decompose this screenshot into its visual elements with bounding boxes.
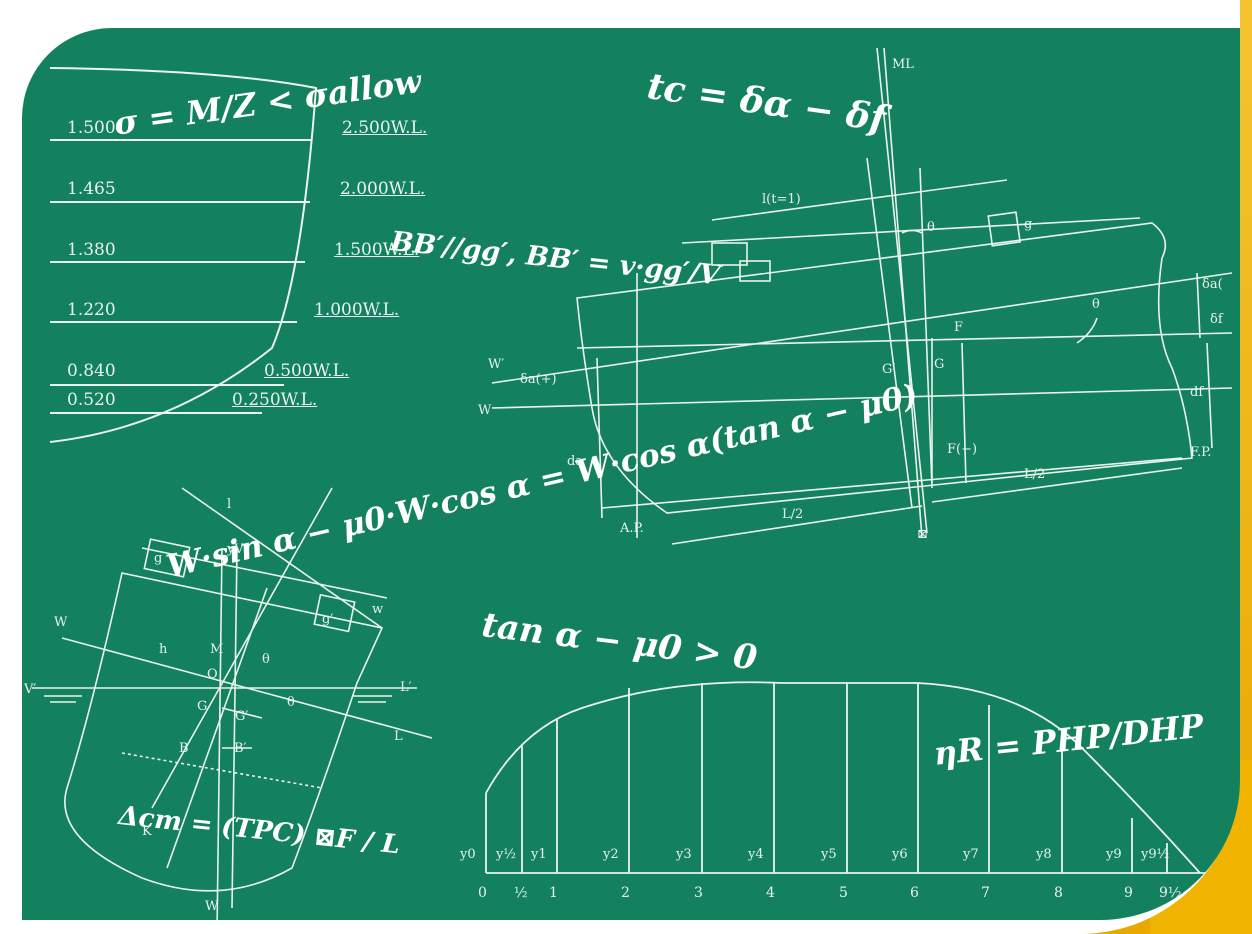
table-wl-6: 0.250W.L.: [232, 390, 318, 410]
label-AP: A.P.: [620, 521, 644, 536]
table-wl-3: 1.500W.L.: [334, 240, 420, 260]
simpson-x-label: 3: [694, 885, 703, 901]
table-value-3: 1.380: [67, 240, 116, 260]
label-G-heel: G: [197, 699, 208, 714]
label-l-heel: l: [227, 497, 232, 512]
simpson-y-label: y½: [496, 847, 516, 862]
table-value-2: 1.465: [67, 179, 116, 199]
table-value-5: 0.840: [67, 361, 116, 381]
heel-diagram: [32, 487, 433, 920]
label-delta-f: δf: [1210, 312, 1223, 327]
label-delta-a: δa(: [1202, 277, 1223, 292]
label-W-trim: W: [478, 403, 492, 418]
simpson-y-label: y4: [748, 847, 764, 862]
table-value-6: 0.520: [67, 390, 116, 410]
label-g-trim: g: [1024, 217, 1033, 232]
label-L-heel: L: [394, 729, 403, 744]
label-FP: F.P.: [1190, 445, 1212, 460]
label-B-heel: B: [179, 741, 189, 756]
simpson-y-label: y2: [603, 847, 619, 862]
label-ml: ML: [892, 57, 914, 72]
label-W-prime: W′: [488, 357, 505, 372]
label-L-half-right: L/2: [1024, 467, 1046, 482]
simpson-x-label: 9: [1124, 885, 1133, 901]
label-l-tt: l(t=1): [762, 192, 801, 207]
label-delta-a-plus: δa(+): [520, 372, 557, 387]
simpson-y-label: y3: [676, 847, 692, 862]
simpson-y-label: y0: [460, 847, 476, 862]
label-yV: yV: [227, 542, 244, 557]
label-h: h: [159, 642, 168, 657]
simpson-y-label: y8: [1036, 847, 1052, 862]
table-value-4: 1.220: [67, 300, 116, 320]
trim-diagram: [491, 47, 1233, 545]
label-G-trim: G: [934, 357, 945, 372]
hull-section-table: [49, 67, 318, 443]
simpson-y-label: y1: [531, 847, 547, 862]
table-value-1: 1.500: [67, 118, 116, 138]
table-wl-1: 2.500W.L.: [342, 118, 428, 138]
simpson-x-label: 0: [478, 885, 487, 901]
simpson-y-label: y9½: [1141, 847, 1170, 862]
label-G-prime-trim: G′: [882, 362, 896, 377]
simpson-x-label: 9½: [1159, 885, 1182, 901]
label-df: df: [1190, 385, 1204, 400]
simpson-x-label: 6: [910, 885, 919, 901]
label-L-half-left: L/2: [782, 507, 804, 522]
simpson-x-label: 8: [1054, 885, 1063, 901]
chalkboard: 1.500 2.500W.L. 1.465 2.000W.L. 1.380 1.…: [22, 28, 1240, 920]
label-da: da: [567, 454, 584, 469]
label-K: K: [142, 824, 152, 839]
label-theta-heel-2: θ: [287, 695, 295, 710]
label-theta-trim-2: θ: [1092, 297, 1100, 312]
simpson-x-label: 7: [981, 885, 990, 901]
simpson-x-label: 2: [621, 885, 630, 901]
label-O: O: [207, 667, 218, 682]
simpson-y-label: y7: [963, 847, 979, 862]
label-B-prime-heel: B′: [234, 741, 247, 756]
simpson-y-label: y6: [892, 847, 908, 862]
label-F: F: [954, 320, 964, 335]
simpson-area: [485, 681, 1207, 874]
table-wl-5: 0.500W.L.: [264, 361, 350, 381]
simpson-x-label: 1: [549, 885, 558, 901]
simpson-y-label: y5: [821, 847, 837, 862]
simpson-x-label: 5: [839, 885, 848, 901]
table-wl-4: 1.000W.L.: [314, 300, 400, 320]
table-wl-2: 2.000W.L.: [340, 179, 426, 199]
label-F-minus: F(−): [947, 442, 978, 457]
simpson-x-label: 4: [766, 885, 775, 901]
label-w-heel: w: [372, 602, 384, 617]
chalk-drawings: [32, 47, 1233, 920]
label-G-prime-heel: G′: [235, 709, 249, 724]
label-M-heel: M: [210, 642, 224, 657]
simpson-y-label: y9: [1106, 847, 1122, 862]
label-L-prime: L′: [400, 680, 412, 695]
label-g-prime-heel: g′: [322, 612, 334, 627]
simpson-x-label: ½: [514, 885, 528, 901]
label-W-bottom-heel: W: [205, 899, 219, 914]
label-g-heel: g: [154, 551, 163, 566]
label-W-left-heel: W: [54, 615, 68, 630]
label-theta-trim: θ: [927, 220, 935, 235]
label-V-prime: V′: [24, 682, 37, 697]
label-theta-heel: θ: [262, 652, 270, 667]
midship-icon: ⊠: [917, 527, 928, 542]
